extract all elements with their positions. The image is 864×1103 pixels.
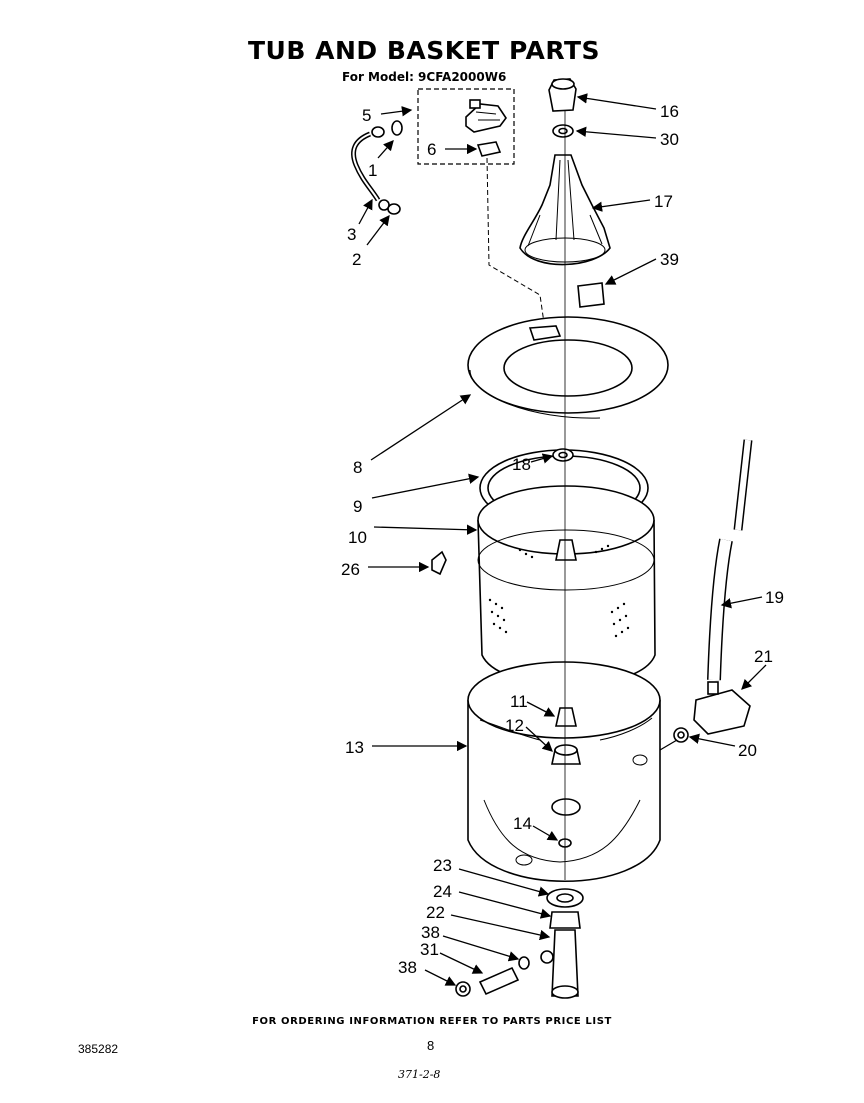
callout-6: 6 bbox=[427, 140, 436, 159]
part-13-outer-tub bbox=[467, 661, 661, 882]
part-22-drain-tube bbox=[551, 929, 579, 999]
callout-26: 26 bbox=[341, 560, 360, 579]
part-20-nut bbox=[673, 727, 689, 743]
callout-labels: 5 6 1 3 2 16 30 17 39 8 18 9 10 26 19 21… bbox=[341, 102, 784, 977]
part-18-nut bbox=[552, 448, 574, 462]
callout-39: 39 bbox=[660, 250, 679, 269]
handwritten-note: 371-2-8 bbox=[398, 1068, 441, 1081]
part-30-washer bbox=[552, 124, 574, 138]
part-11-seal bbox=[555, 707, 577, 727]
part-26-clip bbox=[431, 550, 447, 576]
callout-12: 12 bbox=[505, 716, 524, 735]
callout-38-upper: 38 bbox=[421, 923, 440, 942]
part-3-hose bbox=[351, 131, 381, 202]
part-2-clamp bbox=[378, 199, 401, 215]
dashed-guide-line bbox=[486, 157, 546, 331]
callout-11: 11 bbox=[510, 692, 528, 711]
callout-14: 14 bbox=[513, 814, 532, 833]
part-24-grommet bbox=[549, 911, 581, 929]
part-31-hose-adapter bbox=[478, 950, 554, 996]
callout-21: 21 bbox=[754, 647, 773, 666]
callout-38-lower: 38 bbox=[398, 958, 417, 977]
page-number: 8 bbox=[427, 1038, 435, 1053]
part-19-hose bbox=[707, 439, 753, 681]
callout-9: 9 bbox=[353, 497, 362, 516]
part-8-tub-ring bbox=[467, 316, 669, 419]
document-number: 385282 bbox=[78, 1042, 119, 1056]
callout-13: 13 bbox=[345, 738, 364, 757]
ordering-note: FOR ORDERING INFORMATION REFER TO PARTS … bbox=[252, 1016, 612, 1027]
callout-2: 2 bbox=[352, 250, 361, 269]
part-12-bearing bbox=[551, 744, 581, 765]
leader-lines bbox=[358, 93, 767, 986]
callout-8: 8 bbox=[353, 458, 362, 477]
part-5-switch-actuator bbox=[465, 99, 507, 133]
part-16-agitator-cap bbox=[548, 78, 577, 112]
callout-10: 10 bbox=[348, 528, 367, 547]
callout-20: 20 bbox=[738, 741, 757, 760]
callout-22: 22 bbox=[426, 903, 445, 922]
callout-17: 17 bbox=[654, 192, 673, 211]
part-38-clamp-upper bbox=[518, 956, 530, 970]
callout-3: 3 bbox=[347, 225, 356, 244]
callout-19: 19 bbox=[765, 588, 784, 607]
model-subtitle: For Model: 9CFA2000W6 bbox=[342, 70, 507, 84]
part-1-clamp bbox=[371, 120, 403, 138]
callout-31: 31 bbox=[420, 940, 439, 959]
part-23-seal bbox=[546, 888, 584, 908]
callout-23: 23 bbox=[433, 856, 452, 875]
callout-1: 1 bbox=[368, 161, 377, 180]
dashed-group-box bbox=[417, 88, 515, 165]
part-10-basket bbox=[477, 485, 656, 686]
page-title: TUB AND BASKET PARTS bbox=[247, 36, 601, 65]
part-21-valve-body bbox=[693, 681, 751, 735]
callout-30: 30 bbox=[660, 130, 679, 149]
part-39-label bbox=[577, 282, 605, 308]
part-38-clamp-lower bbox=[455, 981, 471, 997]
callout-24: 24 bbox=[433, 882, 452, 901]
part-6-pad bbox=[476, 141, 502, 157]
callout-16: 16 bbox=[660, 102, 679, 121]
callout-5: 5 bbox=[362, 106, 371, 125]
callout-18: 18 bbox=[512, 455, 531, 474]
